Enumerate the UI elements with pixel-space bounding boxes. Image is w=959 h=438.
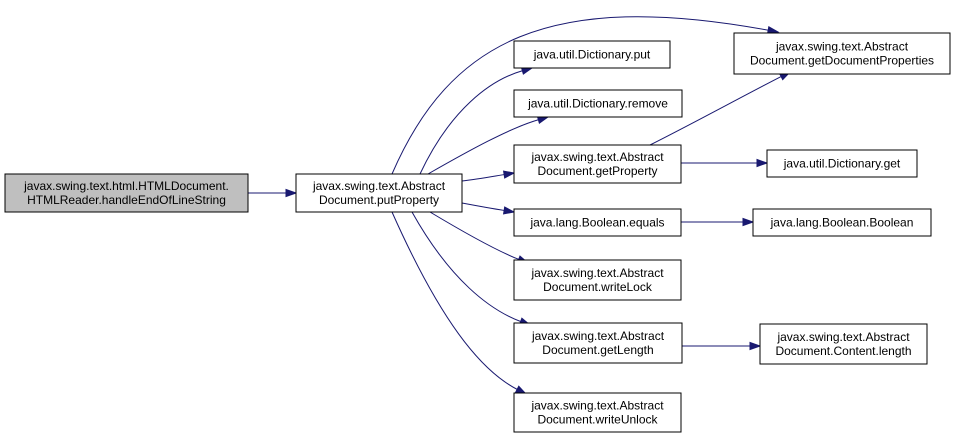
node-n3[interactable]: java.util.Dictionary.remove: [513, 89, 683, 118]
node-label: java.util.Dictionary.get: [783, 157, 901, 171]
edge-n5-to-n11: [681, 217, 755, 227]
edge-line: [461, 202, 505, 211]
node-label: javax.swing.text.Abstract: [775, 40, 909, 54]
node-box: [752, 208, 932, 237]
edge-line: [411, 211, 521, 322]
node-n5[interactable]: java.lang.Boolean.equals: [513, 208, 682, 237]
node-box: [295, 173, 463, 213]
node-box: [733, 32, 951, 75]
node-label: HTMLReader.handleEndOfLineString: [27, 193, 226, 207]
arrowhead: [502, 170, 516, 179]
edge-line: [649, 76, 782, 146]
arrowhead: [285, 188, 298, 198]
edge-n1-to-n5: [461, 202, 516, 215]
node-n1[interactable]: javax.swing.text.AbstractDocument.putPro…: [295, 173, 463, 213]
edge-n1-to-n6: [429, 211, 530, 264]
edge-line: [427, 119, 539, 175]
node-n9[interactable]: javax.swing.text.AbstractDocument.getDoc…: [733, 32, 951, 75]
node-box: [766, 149, 918, 178]
edge-n1-to-n4: [461, 170, 516, 182]
node-n8[interactable]: javax.swing.text.AbstractDocument.writeU…: [513, 392, 682, 433]
node-box: [513, 259, 682, 301]
node-n2[interactable]: java.util.Dictionary.put: [513, 40, 671, 69]
arrowhead: [749, 341, 762, 351]
node-label: Document.getLength: [542, 343, 653, 357]
arrowhead: [742, 217, 755, 227]
node-label: java.lang.Boolean.Boolean: [770, 216, 914, 230]
node-box: [513, 392, 682, 433]
arrowhead: [756, 158, 769, 168]
node-box: [513, 322, 683, 364]
node-box: [513, 89, 683, 118]
node-n12[interactable]: javax.swing.text.AbstractDocument.Conten…: [759, 323, 928, 365]
edge-line: [391, 16, 769, 175]
node-n0[interactable]: javax.swing.text.html.HTMLDocument.HTMLR…: [4, 173, 249, 213]
node-box: [513, 144, 682, 184]
node-label: javax.swing.text.Abstract: [530, 399, 664, 413]
edge-n7-to-n12: [682, 341, 762, 351]
arrowhead: [502, 206, 516, 215]
node-label: Document.putProperty: [319, 193, 439, 207]
node-box: [513, 40, 671, 69]
node-label: javax.swing.text.Abstract: [312, 179, 446, 193]
edge-n1-to-n7: [411, 211, 532, 326]
node-n4[interactable]: javax.swing.text.AbstractDocument.getPro…: [513, 144, 682, 184]
node-label: Document.getDocumentProperties: [750, 54, 934, 68]
edge-line: [419, 70, 523, 175]
node-label: Document.getProperty: [537, 164, 657, 178]
node-label: java.util.Dictionary.remove: [527, 97, 668, 111]
node-label: Document.writeLock: [543, 280, 653, 294]
node-label: Document.writeUnlock: [537, 413, 658, 427]
edge-n1-to-n8: [391, 211, 528, 395]
node-box: [759, 323, 928, 365]
node-label: java.util.Dictionary.put: [533, 48, 651, 62]
node-box: [513, 208, 682, 237]
node-label: javax.swing.text.Abstract: [530, 266, 664, 280]
edge-line: [429, 211, 519, 260]
node-n10[interactable]: java.util.Dictionary.get: [766, 149, 918, 178]
node-label: javax.swing.text.Abstract: [776, 330, 910, 344]
node-n11[interactable]: java.lang.Boolean.Boolean: [752, 208, 932, 237]
node-n7[interactable]: javax.swing.text.AbstractDocument.getLen…: [513, 322, 683, 364]
edge-line: [461, 174, 505, 182]
nodes-layer: javax.swing.text.html.HTMLDocument.HTMLR…: [4, 32, 951, 433]
edge-n1-to-n2: [419, 66, 534, 175]
node-label: javax.swing.text.Abstract: [530, 150, 664, 164]
node-box: [4, 173, 249, 213]
edge-n0-to-n1: [248, 188, 298, 198]
node-label: java.lang.Boolean.equals: [529, 216, 664, 230]
edge-line: [391, 211, 518, 390]
node-label: javax.swing.text.html.HTMLDocument.: [23, 179, 229, 193]
node-label: javax.swing.text.Abstract: [531, 329, 665, 343]
node-label: Document.Content.length: [775, 344, 911, 358]
edge-n4-to-n10: [681, 158, 769, 168]
node-n6[interactable]: javax.swing.text.AbstractDocument.writeL…: [513, 259, 682, 301]
